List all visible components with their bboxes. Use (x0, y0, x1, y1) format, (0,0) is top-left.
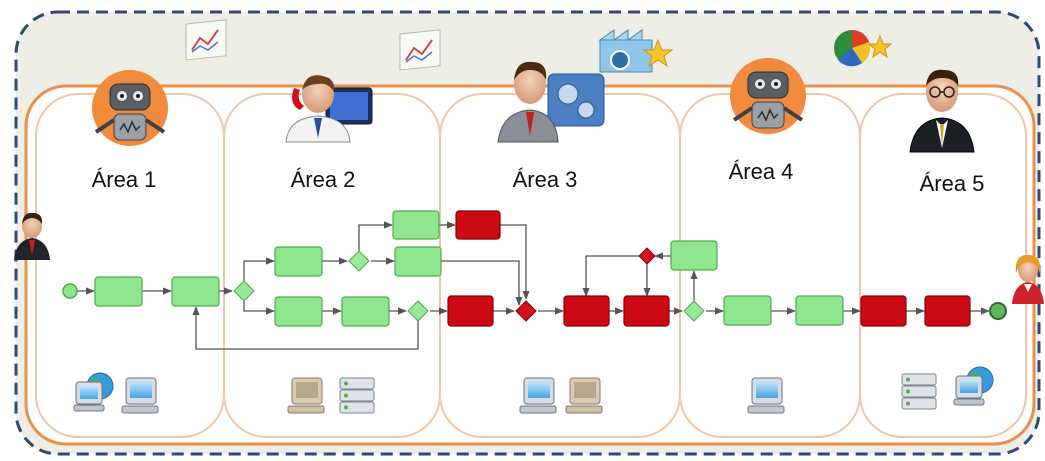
robot-icon (92, 70, 168, 146)
computer-beige-icon (287, 377, 325, 414)
automated-tasks (447, 210, 971, 327)
robot-icon (730, 58, 806, 134)
computer-icon (747, 377, 785, 414)
manual-task[interactable] (171, 276, 220, 307)
manual-task[interactable] (274, 246, 323, 277)
automated-task[interactable] (447, 295, 494, 327)
server-icon (339, 377, 375, 414)
server-icon (901, 373, 937, 410)
manual-tasks (94, 210, 844, 327)
manual-task[interactable] (723, 295, 772, 326)
flow-line (582, 255, 639, 297)
businessman-glasses-icon (909, 69, 975, 153)
area-label: Área 5 (920, 171, 985, 196)
gateways (233, 247, 705, 322)
area-label: Área 4 (729, 159, 794, 184)
devices-area-2 (287, 377, 375, 414)
start-event[interactable] (62, 283, 78, 299)
flow-line (358, 221, 393, 251)
flow-line (500, 224, 530, 300)
computer-icon (121, 377, 159, 414)
manual-task[interactable] (341, 296, 390, 327)
manual-gateway[interactable] (683, 300, 705, 322)
manual-task[interactable] (670, 240, 718, 271)
manual-task[interactable] (392, 210, 440, 240)
area-label: Área 1 (92, 167, 157, 192)
automated-gateway[interactable] (638, 247, 656, 265)
automated-task[interactable] (860, 295, 907, 327)
flow-line (192, 306, 419, 350)
manual-gateway[interactable] (233, 280, 255, 302)
automated-task[interactable] (924, 295, 971, 327)
manual-gateway[interactable] (348, 250, 370, 272)
devices-area-3 (519, 377, 603, 414)
automated-task[interactable] (563, 295, 610, 327)
manual-task[interactable] (274, 296, 323, 327)
automated-gateway[interactable] (515, 300, 537, 322)
globe-computer-icon (953, 366, 994, 406)
chart-document-icon (185, 19, 227, 61)
flow-line (441, 260, 523, 306)
automated-task[interactable] (455, 210, 501, 240)
manual-task[interactable] (94, 276, 143, 307)
area-label: Área 2 (291, 167, 356, 192)
end-event[interactable] (989, 302, 1007, 320)
manual-task[interactable] (795, 295, 844, 326)
devices-area-5 (901, 366, 994, 410)
globe-computer-icon (73, 372, 114, 412)
computer-icon (519, 377, 557, 414)
pie-chart-star-icon (834, 29, 893, 67)
factory-star-icon (598, 29, 674, 73)
devices-area-1 (73, 372, 159, 414)
businessman-start-icon (14, 212, 50, 260)
devices-area-4 (747, 377, 785, 414)
flow-line (243, 257, 275, 281)
man-with-gear-panel-icon (497, 61, 605, 143)
woman-end-icon (1012, 254, 1044, 304)
area-label: Área 3 (513, 167, 578, 192)
flow-line (243, 301, 275, 315)
operator-with-phone-icon (285, 75, 373, 143)
manual-gateway[interactable] (407, 300, 429, 322)
automated-task[interactable] (623, 295, 670, 327)
manual-task[interactable] (394, 246, 442, 277)
sequence-flows (77, 221, 990, 350)
chart-document-icon (399, 29, 441, 71)
computer-beige-icon (565, 377, 603, 414)
